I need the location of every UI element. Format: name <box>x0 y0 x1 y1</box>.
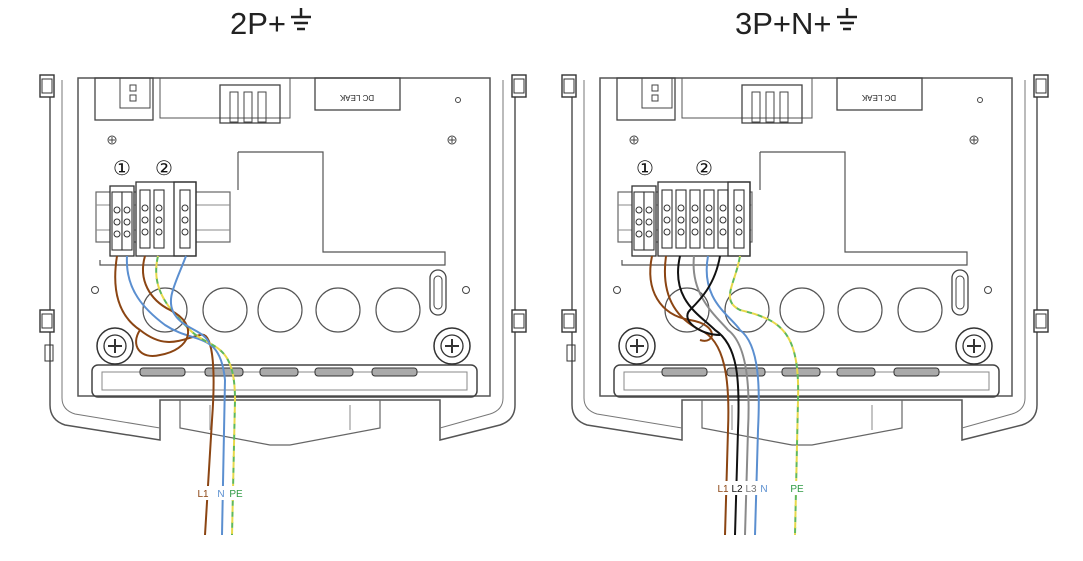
wire-label-n-right: N <box>760 484 767 495</box>
wires-right <box>649 255 800 536</box>
wire-label-n-left: N <box>217 489 224 500</box>
terminal-marker-2-left: ② <box>155 158 173 180</box>
wire-label-l2-right: L2 <box>731 484 743 495</box>
plate-label-right: DC LEAK <box>861 93 896 102</box>
wire-label-l1-left: L1 <box>197 489 209 500</box>
wire-label-l1-right: L1 <box>717 484 729 495</box>
title-text: 3P+N+ <box>735 6 832 41</box>
wire-label-pe-left: PE <box>229 489 243 500</box>
terminal-marker-1-left: ① <box>113 158 131 180</box>
terminal-block-right <box>631 181 751 257</box>
wires-left <box>114 255 237 536</box>
ground-icon <box>834 6 860 42</box>
title-text: 2P+ <box>230 6 287 41</box>
title-2p-ground: 2P+ <box>230 6 314 42</box>
wire-label-l3-right: L3 <box>745 484 757 495</box>
terminal-marker-2-right: ② <box>695 158 713 180</box>
terminal-marker-1-right: ① <box>636 158 654 180</box>
title-3p-n-ground: 3P+N+ <box>735 6 860 42</box>
terminal-block-left <box>109 181 197 257</box>
ground-icon <box>288 6 314 42</box>
enclosure-left <box>39 74 527 446</box>
enclosure-right <box>561 74 1049 446</box>
wire-label-pe-right: PE <box>790 484 804 495</box>
plate-label-left: DC LEAK <box>339 93 374 102</box>
